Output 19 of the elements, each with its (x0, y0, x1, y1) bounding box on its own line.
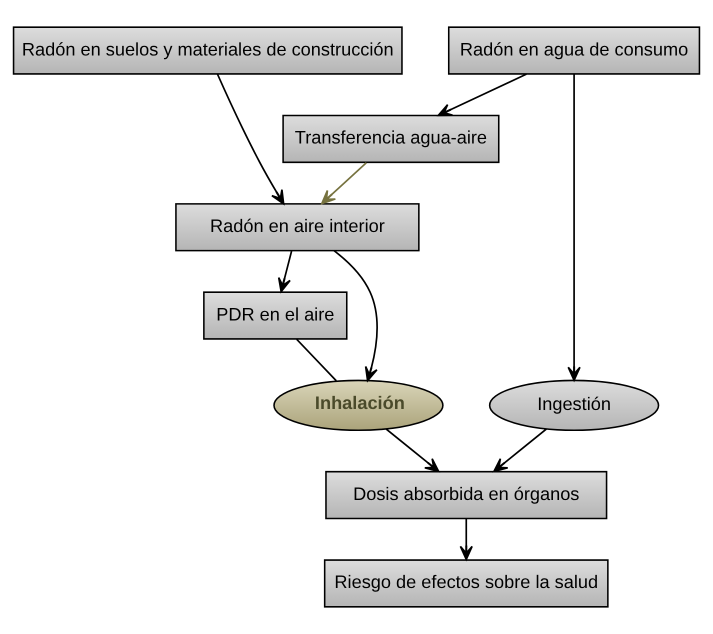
arrow (437, 73, 527, 116)
node-box: Dosis absorbida en órganos (325, 470, 608, 520)
arrow (278, 250, 292, 292)
connector (296, 338, 337, 382)
arrow (386, 428, 440, 472)
arrow (216, 74, 284, 205)
arrow (320, 162, 367, 204)
node-ellipse: Ingestión (488, 380, 660, 432)
node-box: Transferencia agua-aire (282, 114, 500, 164)
arrow (493, 428, 547, 472)
arrow (567, 74, 581, 382)
node-box: PDR en el aire (203, 291, 348, 340)
node-box: Radón en suelos y materiales de construcción (12, 26, 403, 75)
node-box: Riesgo de efectos sobre la salud (324, 559, 609, 608)
node-ellipse: Inhalación (273, 380, 444, 432)
arrow (333, 250, 378, 382)
node-box: Radón en agua de consumo (448, 26, 700, 75)
arrow (460, 518, 473, 560)
node-box: Radón en aire interior (175, 203, 420, 252)
